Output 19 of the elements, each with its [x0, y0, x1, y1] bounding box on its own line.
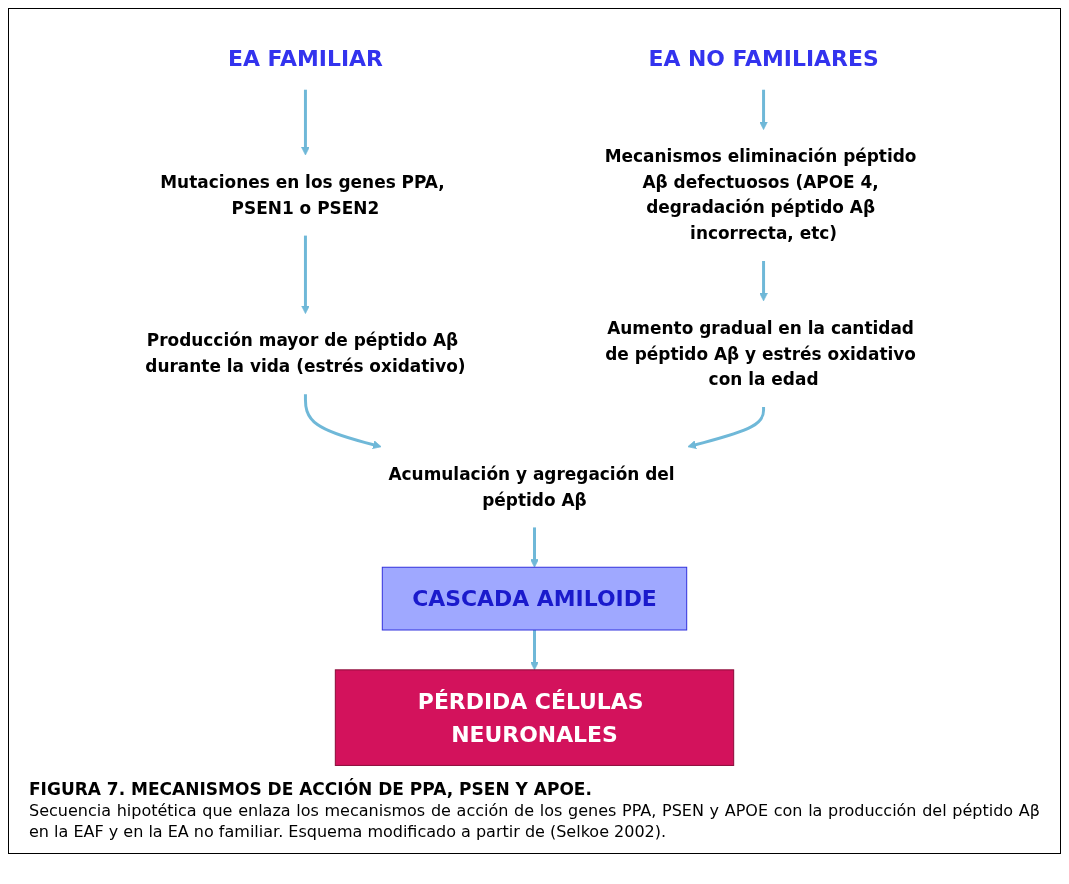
- arrow: [759, 261, 768, 302]
- node-text: Acumulación y agregación del péptido Aβ: [388, 463, 675, 509]
- node-text: EA FAMILIAR: [228, 45, 383, 71]
- node-box: PÉRDIDA CÉLULAS NEURONALES: [334, 669, 735, 766]
- arrow: [301, 89, 310, 156]
- arrow: [530, 527, 539, 568]
- arrow: [687, 406, 766, 449]
- arrow: [530, 630, 539, 671]
- node-text: Mecanismos eliminación péptido Aβ defectuosos (APOE 4, degradación péptido Aβ incorrecta, etc): [604, 146, 917, 243]
- arrow: [303, 394, 382, 449]
- node-text: Aumento gradual en la cantidad de péptido Aβ y estrés oxidativo con la edad: [605, 317, 916, 389]
- caption-text: Secuencia hipotética que enlaza los mecanismos de acción de los genes PPA, PSEN y APOE con la producción del péptido Aβ en la EAF y en la EA no familiar. Esquema modificado a partir de (Selkoe 2002).: [29, 801, 1040, 843]
- node-box: CASCADA AMILOIDE: [381, 566, 688, 631]
- figure-caption: FIGURA 7. MECANISMOS DE ACCIÓN DE PPA, PSEN Y APOE.: [29, 779, 593, 800]
- node-text: EA NO FAMILIARES: [648, 45, 879, 71]
- arrow: [759, 89, 768, 130]
- node-text: Mutaciones en los genes PPA, PSEN1 o PSEN2: [160, 171, 445, 218]
- node-text: Producción mayor de péptido Aβ durante la vida (estrés oxidativo): [145, 330, 466, 376]
- arrow: [301, 235, 310, 314]
